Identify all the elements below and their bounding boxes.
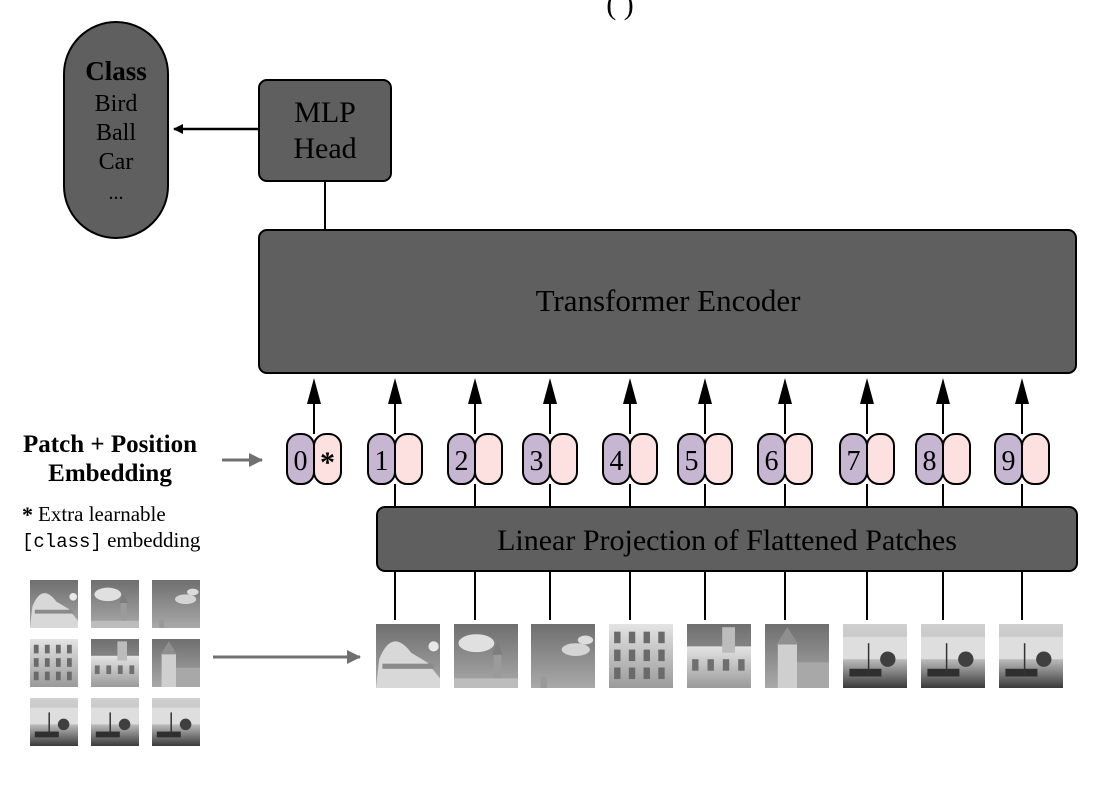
source-patch-image — [30, 639, 78, 687]
title-fragment: ( ) — [606, 0, 633, 21]
transformer-encoder-box — [258, 229, 1077, 374]
source-patch-image — [152, 639, 200, 687]
patch-input-lines — [394, 484, 1023, 620]
footnote-code: [class] — [22, 531, 102, 553]
patch-embedding-pill — [313, 433, 342, 485]
sequence-patch-image — [454, 624, 518, 688]
position-index: 2 — [455, 446, 469, 477]
embedding-token: 0* — [286, 433, 342, 485]
source-patch-image — [91, 698, 139, 746]
mlp-head-line1: MLP — [294, 96, 356, 129]
footnote-star: * — [22, 502, 33, 527]
encoder-input-arrowhead — [860, 378, 874, 404]
source-patch-image — [30, 580, 78, 628]
source-patch-image — [152, 698, 200, 746]
encoder-input-arrows — [307, 378, 1029, 434]
class-item-car: Car — [99, 149, 134, 175]
sequence-patch-image — [999, 624, 1063, 688]
embedding-label: Patch + Position Embedding — [23, 431, 197, 487]
encoder-input-arrowhead — [543, 378, 557, 404]
source-image-patch-grid — [30, 580, 200, 746]
embedding-label-line1: Patch + Position — [23, 431, 197, 458]
linear-projection-label: Linear Projection of Flattened Patches — [497, 524, 957, 557]
source-patch-image — [152, 580, 200, 628]
source-patch-image — [91, 580, 139, 628]
embedding-label-line2: Embedding — [48, 460, 172, 487]
encoder-input-arrowhead — [778, 378, 792, 404]
sequence-patch-image — [531, 624, 595, 688]
encoder-input-arrowhead — [1015, 378, 1029, 404]
class-item-ball: Ball — [96, 120, 136, 146]
patch-embedding-pill — [942, 433, 971, 485]
class-item-more: ... — [109, 182, 124, 204]
footnote-line2: [class] embedding — [22, 528, 201, 553]
patch-embedding-pill — [1021, 433, 1050, 485]
embedding-token: 4 — [602, 433, 658, 485]
sequence-patch-image — [921, 624, 985, 688]
class-output: Class Bird Ball Car ... — [63, 21, 169, 239]
encoder-input-arrowhead — [468, 378, 482, 404]
class-token-star: * — [320, 446, 335, 479]
linear-projection-box — [376, 506, 1078, 572]
patch-embedding-pill — [394, 433, 423, 485]
embedding-token: 1 — [367, 433, 423, 485]
embedding-token: 7 — [839, 433, 895, 485]
encoder-input-arrowhead — [307, 378, 321, 404]
linear-projection: Linear Projection of Flattened Patches — [376, 506, 1078, 572]
patch-embedding-pill — [784, 433, 813, 485]
sequence-patch-image — [609, 624, 673, 688]
embedding-token: 8 — [915, 433, 971, 485]
footnote-line2-rest: embedding — [102, 528, 201, 552]
source-patch-image — [91, 639, 139, 687]
transformer-encoder: Transformer Encoder — [258, 229, 1077, 374]
sequence-patch-image — [687, 624, 751, 688]
embedding-token: 5 — [677, 433, 733, 485]
transformer-encoder-label: Transformer Encoder — [536, 283, 802, 318]
position-index: 4 — [610, 446, 624, 477]
class-title: Class — [85, 56, 147, 86]
patch-embedding-pill — [474, 433, 503, 485]
position-index: 0 — [294, 446, 308, 477]
encoder-input-arrowhead — [936, 378, 950, 404]
encoder-input-arrowhead — [698, 378, 712, 404]
position-index: 5 — [685, 446, 699, 477]
mlp-head-box — [258, 79, 392, 182]
flattened-patch-sequence — [376, 624, 1063, 688]
position-index: 9 — [1002, 446, 1016, 477]
mlp-head: MLP Head — [258, 79, 392, 182]
position-index: 7 — [847, 446, 861, 477]
sequence-patch-image — [843, 624, 907, 688]
embedding-token: 3 — [522, 433, 578, 485]
patch-embedding-pill — [549, 433, 578, 485]
position-index: 8 — [923, 446, 937, 477]
encoder-input-arrowhead — [623, 378, 637, 404]
mlp-head-line2: Head — [293, 132, 356, 165]
patch-embedding-pill — [629, 433, 658, 485]
position-index: 6 — [765, 446, 779, 477]
sequence-patch-image — [376, 624, 440, 688]
class-capsule — [63, 21, 169, 239]
source-patch-image — [30, 698, 78, 746]
patch-embedding-pill — [866, 433, 895, 485]
embedding-token: 2 — [447, 433, 503, 485]
embedding-token: 9 — [994, 433, 1050, 485]
patch-embedding-pill — [704, 433, 733, 485]
class-item-bird: Bird — [95, 91, 138, 117]
encoder-input-arrowhead — [388, 378, 402, 404]
footnote: * Extra learnable [class] embedding — [22, 502, 201, 553]
footnote-line1: Extra learnable — [38, 502, 166, 526]
position-index: 1 — [375, 446, 389, 477]
embedding-token: 6 — [757, 433, 813, 485]
sequence-patch-image — [765, 624, 829, 688]
position-index: 3 — [530, 446, 544, 477]
